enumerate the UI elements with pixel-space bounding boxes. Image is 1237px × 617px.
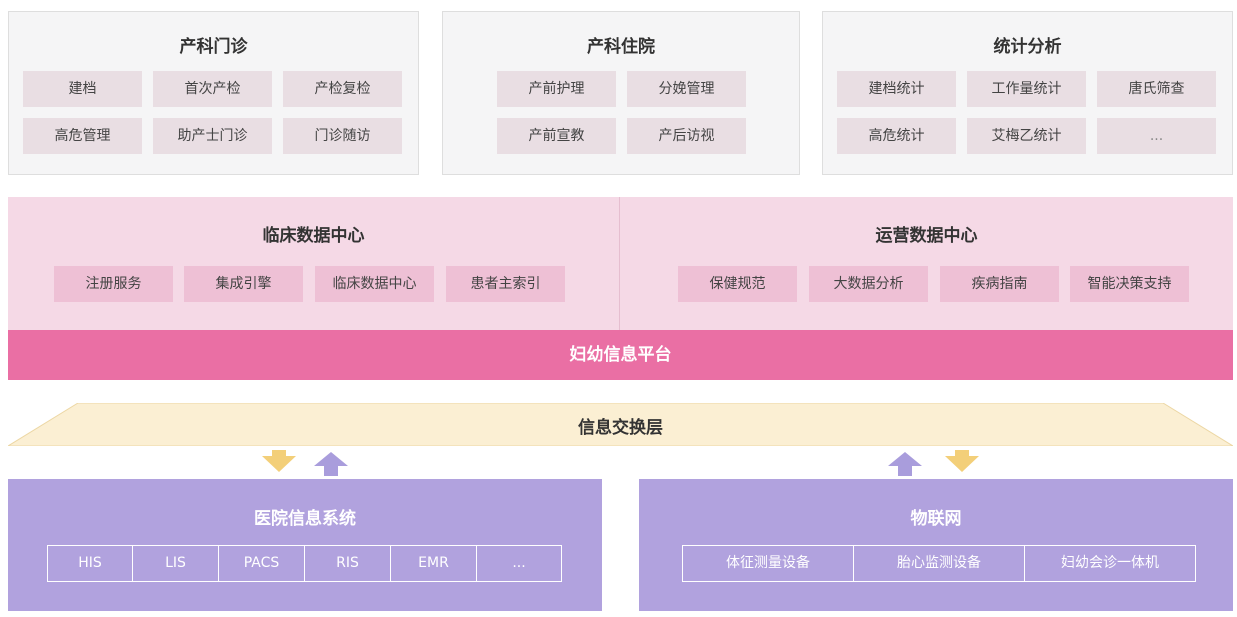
chip-statistics-5[interactable]: 艾梅乙统计 [967,118,1086,154]
panel-title-outpatient: 产科门诊 [179,37,248,57]
iot-devices-row: 体征测量设备 胎心监测设备 妇幼会诊一体机 [682,545,1196,582]
system-cell-ris[interactable]: RIS [305,546,391,581]
chip-operations-2[interactable]: 大数据分析 [809,266,928,302]
hospital-info-system: 医院信息系统 HIS LIS PACS RIS EMR ... [8,479,602,611]
chip-statistics-4[interactable]: 高危统计 [837,118,956,154]
chip-statistics-3[interactable]: 唐氏筛查 [1097,71,1216,107]
clinical-data-center-title: 临床数据中心 [262,226,365,246]
platform-bar: 妇幼信息平台 [8,330,1233,380]
chip-statistics-6[interactable]: ... [1097,118,1216,154]
panel-statistics: 统计分析 建档统计 工作量统计 唐氏筛查 高危统计 艾梅乙统计 ... [822,11,1233,175]
chip-outpatient-6[interactable]: 门诊随访 [283,118,402,154]
chip-inpatient-1[interactable]: 产前护理 [497,71,616,107]
chip-outpatient-3[interactable]: 产检复检 [283,71,402,107]
system-cell-pacs[interactable]: PACS [219,546,305,581]
panel-inpatient: 产科住院 产前护理 分娩管理 产前宣教 产后访视 [442,11,800,175]
system-cell-more[interactable]: ... [512,555,526,571]
chip-inpatient-4[interactable]: 产后访视 [627,118,746,154]
platform-block: 临床数据中心 注册服务 集成引擎 临床数据中心 患者主索引 运营数据中心 保健规… [8,197,1233,380]
exchange-label: 信息交换层 [578,418,663,438]
chip-outpatient-4[interactable]: 高危管理 [23,118,142,154]
chip-clinical-2[interactable]: 集成引擎 [184,266,303,302]
chip-statistics-2[interactable]: 工作量统计 [967,71,1086,107]
panel-title-inpatient: 产科住院 [587,37,655,57]
chip-operations-3[interactable]: 疾病指南 [940,266,1059,302]
system-cell-lis[interactable]: LIS [133,546,219,581]
exchange-layer: 信息交换层 [8,403,1233,446]
chip-operations-1[interactable]: 保健规范 [678,266,797,302]
hospital-systems-row: HIS LIS PACS RIS EMR ... [47,545,562,582]
exchange-trapezoid [8,403,1233,446]
arrow-down-icon [945,450,979,472]
chip-inpatient-3[interactable]: 产前宣教 [497,118,616,154]
chip-outpatient-1[interactable]: 建档 [23,71,142,107]
hospital-info-system-title: 医院信息系统 [254,509,356,529]
chip-clinical-1[interactable]: 注册服务 [54,266,173,302]
iot-system-title: 物联网 [910,509,962,529]
arrow-up-icon [888,452,922,476]
operations-data-center-title: 运营数据中心 [875,226,978,246]
chip-clinical-4[interactable]: 患者主索引 [446,266,565,302]
chip-inpatient-2[interactable]: 分娩管理 [627,71,746,107]
chip-outpatient-2[interactable]: 首次产检 [153,71,272,107]
chip-outpatient-5[interactable]: 助产士门诊 [153,118,272,154]
system-cell-emr[interactable]: EMR [391,546,477,581]
chip-statistics-1[interactable]: 建档统计 [837,71,956,107]
platform-divider [619,197,620,330]
panel-title-statistics: 统计分析 [993,37,1062,57]
chip-clinical-3[interactable]: 临床数据中心 [315,266,434,302]
device-cell-fetal-monitor[interactable]: 胎心监测设备 [854,546,1025,581]
arrow-down-icon [262,450,296,472]
device-cell-vitals[interactable]: 体征测量设备 [683,546,854,581]
system-cell-his[interactable]: HIS [48,546,133,581]
device-cell-consult[interactable]: 妇幼会诊一体机 [1061,555,1159,571]
iot-system: 物联网 体征测量设备 胎心监测设备 妇幼会诊一体机 [639,479,1233,611]
chip-operations-4[interactable]: 智能决策支持 [1070,266,1189,302]
arrow-up-icon [314,452,348,476]
panel-outpatient: 产科门诊 建档 首次产检 产检复检 高危管理 助产士门诊 门诊随访 [8,11,419,175]
